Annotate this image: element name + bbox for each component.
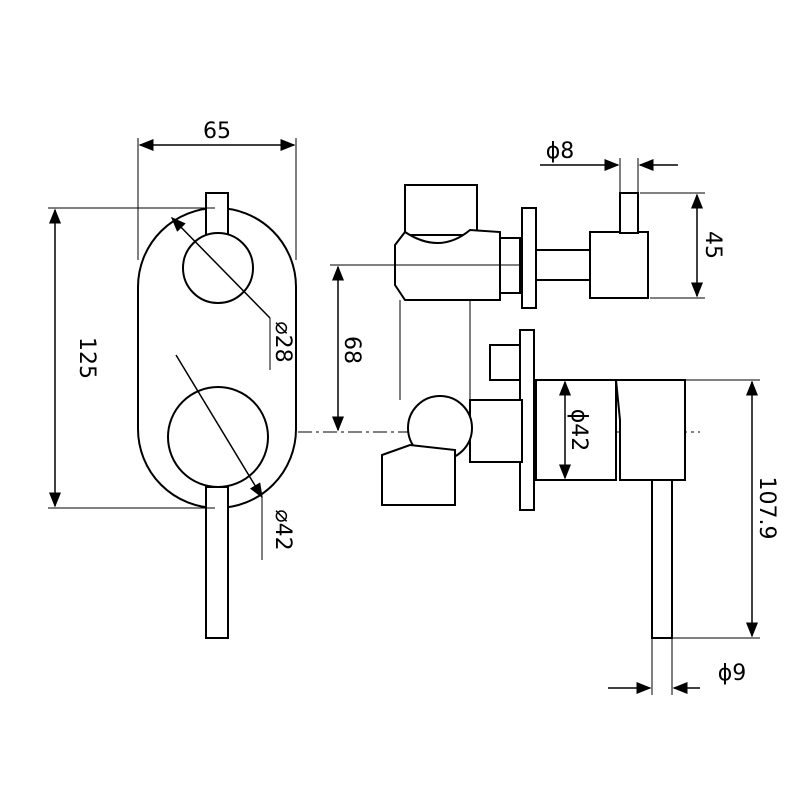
dimension-lever-length: 107.9 bbox=[672, 379, 779, 639]
dimension-spindle: ϕ8 bbox=[540, 139, 678, 195]
dimension-spindle-height: 45 bbox=[640, 192, 725, 299]
dim-small-knob-label: ⌀28 bbox=[270, 321, 295, 362]
diverter-knob-side bbox=[589, 231, 649, 299]
dim-lever-length-label: 107.9 bbox=[754, 477, 779, 540]
dim-height-label: 125 bbox=[74, 337, 99, 379]
valve-connector bbox=[489, 344, 521, 381]
mixer-lever bbox=[205, 486, 229, 639]
dimension-lever-dia: ϕ9 bbox=[608, 638, 746, 695]
dim-spindle-height-label: 45 bbox=[700, 231, 725, 259]
dimension-center-distance: 68 bbox=[330, 264, 520, 432]
plate-upper bbox=[521, 207, 537, 309]
handle-head bbox=[614, 379, 686, 481]
handle-lever bbox=[651, 479, 673, 639]
diverter-stem-side bbox=[619, 192, 639, 234]
side-view bbox=[381, 184, 686, 639]
diverter-knob bbox=[182, 232, 254, 304]
dim-large-knob-label: ⌀42 bbox=[270, 509, 295, 550]
top-valve-cap bbox=[404, 184, 478, 236]
mixer-handle-hub bbox=[167, 386, 269, 488]
dimension-small-knob: ⌀28 bbox=[170, 216, 295, 370]
mixer-body bbox=[469, 399, 523, 463]
spindle-sleeve bbox=[535, 249, 592, 281]
dimension-width: 65 bbox=[137, 119, 297, 260]
dimension-large-knob: ⌀42 bbox=[175, 354, 295, 560]
mixer-outlet bbox=[381, 443, 456, 506]
dim-spindle-label: ϕ8 bbox=[546, 139, 575, 164]
dim-handle-body-label: ϕ42 bbox=[566, 409, 591, 452]
front-view bbox=[137, 192, 297, 639]
dim-width-label: 65 bbox=[203, 119, 231, 144]
handle-body bbox=[535, 379, 617, 481]
dimension-height: 125 bbox=[48, 207, 215, 509]
dim-lever-dia-label: ϕ9 bbox=[718, 661, 747, 686]
dim-center-distance-label: 68 bbox=[339, 336, 364, 364]
dimension-handle-body: ϕ42 bbox=[559, 380, 591, 480]
